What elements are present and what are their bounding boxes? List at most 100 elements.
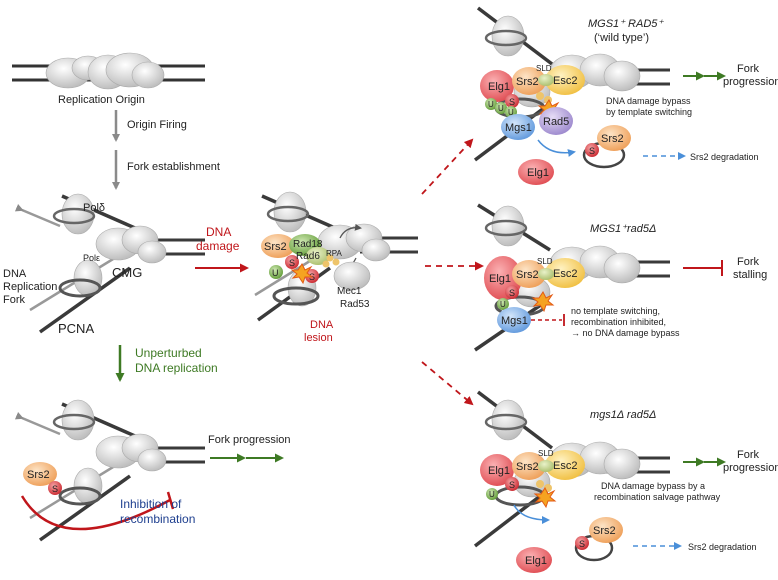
esc2-label-bot: Esc2 — [553, 460, 577, 472]
ub-bot — [486, 488, 498, 500]
wt-note: DNA damage bypass by template switching — [606, 96, 693, 117]
lesion-mid — [531, 291, 555, 313]
srs2-label-wt: Srs2 — [516, 76, 539, 88]
dna-lesion-line1: DNA — [310, 319, 334, 331]
sumo-released-wt — [585, 143, 599, 157]
unperturbed-fork: Srs2 S Inhibition of recombination Fork … — [14, 399, 291, 542]
unperturbed-label: Unperturbed DNA replication — [135, 346, 218, 375]
ub-label-wt-2: U — [498, 104, 504, 113]
damaged-fork: Mec1 Rad53 Srs2 S S U Rad18 Rad6 RPA DNA… — [254, 191, 418, 344]
replication-origin: Replication Origin — [12, 52, 205, 106]
wt-note-line1: DNA damage bypass — [606, 96, 691, 106]
cmg-label: CMG — [112, 265, 142, 280]
srs2-label-mid: Srs2 — [516, 269, 539, 281]
branch-arrows — [421, 138, 484, 406]
sld-label-bot: SLD — [538, 449, 554, 458]
fork-label-line3: Fork — [3, 294, 26, 306]
ub-label-wt-3: U — [508, 108, 514, 117]
esc2-wt — [545, 65, 585, 95]
inhibition-arc — [20, 495, 171, 531]
ub-wt-1 — [485, 98, 497, 110]
bot-title: mgs1Δ rad5Δ — [590, 409, 656, 421]
srs2-mid — [512, 260, 546, 288]
rad6-protein — [306, 247, 330, 265]
fork-establishment-label: Fork establishment — [127, 161, 220, 173]
rad5-label-wt: Rad5 — [543, 116, 569, 128]
dna-lesion-line2: lesion — [304, 332, 333, 344]
sumo-wt — [505, 94, 519, 108]
lesion-star — [290, 263, 314, 285]
rpa-label: RPA — [326, 249, 343, 258]
dna-damage-step: DNA damage — [195, 225, 249, 273]
ub-mid — [497, 298, 509, 310]
sld-bot — [538, 460, 554, 472]
elg1-released-label-bot: Elg1 — [525, 555, 547, 567]
wt-outcome: Fork progression — [723, 63, 778, 88]
elg1-released-label-wt: Elg1 — [527, 167, 549, 179]
elg1-released-bot — [516, 547, 552, 573]
dna-damage-label: DNA damage — [196, 225, 240, 253]
srs2-protein-center — [261, 234, 295, 258]
dna-lesion-label: DNA lesion — [304, 319, 336, 344]
ub-label-wt-1: U — [488, 100, 494, 109]
mid-note: no template switching, recombination inh… — [571, 306, 680, 338]
esc2-bot — [545, 450, 585, 480]
inhibition-line2: recombination — [120, 512, 195, 526]
srs2-label-center: Srs2 — [264, 241, 287, 253]
sumo-label-center-1: S — [289, 258, 295, 268]
lesion-bot — [533, 487, 557, 509]
bot-note-line2: recombination salvage pathway — [594, 492, 721, 502]
mgs1-wt — [501, 114, 535, 140]
esc2-mid — [545, 258, 585, 288]
sld-mid — [538, 268, 554, 280]
srs2-released-wt — [597, 125, 631, 151]
elg1-label-bot: Elg1 — [488, 465, 510, 477]
elg1-label-wt: Elg1 — [488, 81, 510, 93]
fork-label-line1: DNA — [3, 268, 27, 280]
bot-note: DNA damage bypass by a recombination sal… — [594, 481, 721, 502]
mec1-label: Mec1 — [337, 286, 362, 297]
srs2-released-bot — [589, 517, 623, 543]
mid-outcome-line1: Fork — [737, 256, 760, 268]
unperturbed-line2: DNA replication — [135, 361, 218, 375]
wt-title: MGS1⁺ RAD5⁺ — [588, 18, 664, 30]
pol-epsilon-label: Polε — [83, 253, 100, 263]
dna-damage-line2: damage — [196, 239, 240, 253]
srs2-released-label-bot: Srs2 — [593, 525, 616, 537]
wt-outcome-line2: progression — [723, 76, 778, 88]
bot-note-line1: DNA damage bypass by a — [601, 481, 705, 491]
sld-label-wt: SLD — [536, 64, 552, 73]
pol-delta-label: Polδ — [83, 202, 105, 214]
rpa-dot-2 — [332, 258, 340, 266]
mgs1-label-wt: Mgs1 — [505, 122, 532, 134]
wt-panel: MGS1⁺ RAD5⁺ (‘wild type’) Elg1 S Srs2 Es… — [473, 6, 778, 185]
srs2-bot — [512, 452, 546, 480]
mgs1-mid — [497, 307, 531, 333]
srs2-degradation-bot: Srs2 degradation — [688, 542, 757, 552]
mid-outcome-line2: stalling — [733, 269, 767, 281]
dna-damage-line1: DNA — [206, 225, 231, 239]
pcna-label: PCNA — [58, 321, 94, 336]
elg1-label-mid: Elg1 — [489, 273, 511, 285]
origin-steps: Origin Firing Fork establishment — [112, 110, 220, 190]
mid-note-line3: → no DNA damage bypass — [571, 328, 680, 338]
mid-note-line1: no template switching, — [571, 306, 660, 316]
sumo-released-label-wt: S — [589, 146, 595, 156]
sumo-label: S — [52, 484, 58, 494]
bot-panel: mgs1Δ rad5Δ Elg1 S Srs2 Esc2 SLD U Fork … — [473, 390, 778, 573]
srs2-label-bot: Srs2 — [516, 461, 539, 473]
mid-outcome: Fork stalling — [733, 256, 767, 281]
unperturbed-line1: Unperturbed — [135, 346, 202, 360]
wt-note-line2: by template switching — [606, 107, 692, 117]
sld-label-mid: SLD — [537, 257, 553, 266]
sumo-label-bot: S — [509, 480, 515, 490]
esc2-label-wt: Esc2 — [553, 75, 577, 87]
bot-outcome: Fork progression — [723, 449, 778, 474]
sumo-s-center-1 — [285, 255, 299, 269]
sld-wt — [538, 74, 554, 86]
srs2-label: Srs2 — [27, 469, 50, 481]
srs2-protein — [23, 462, 57, 486]
elg1-wt — [480, 70, 514, 102]
